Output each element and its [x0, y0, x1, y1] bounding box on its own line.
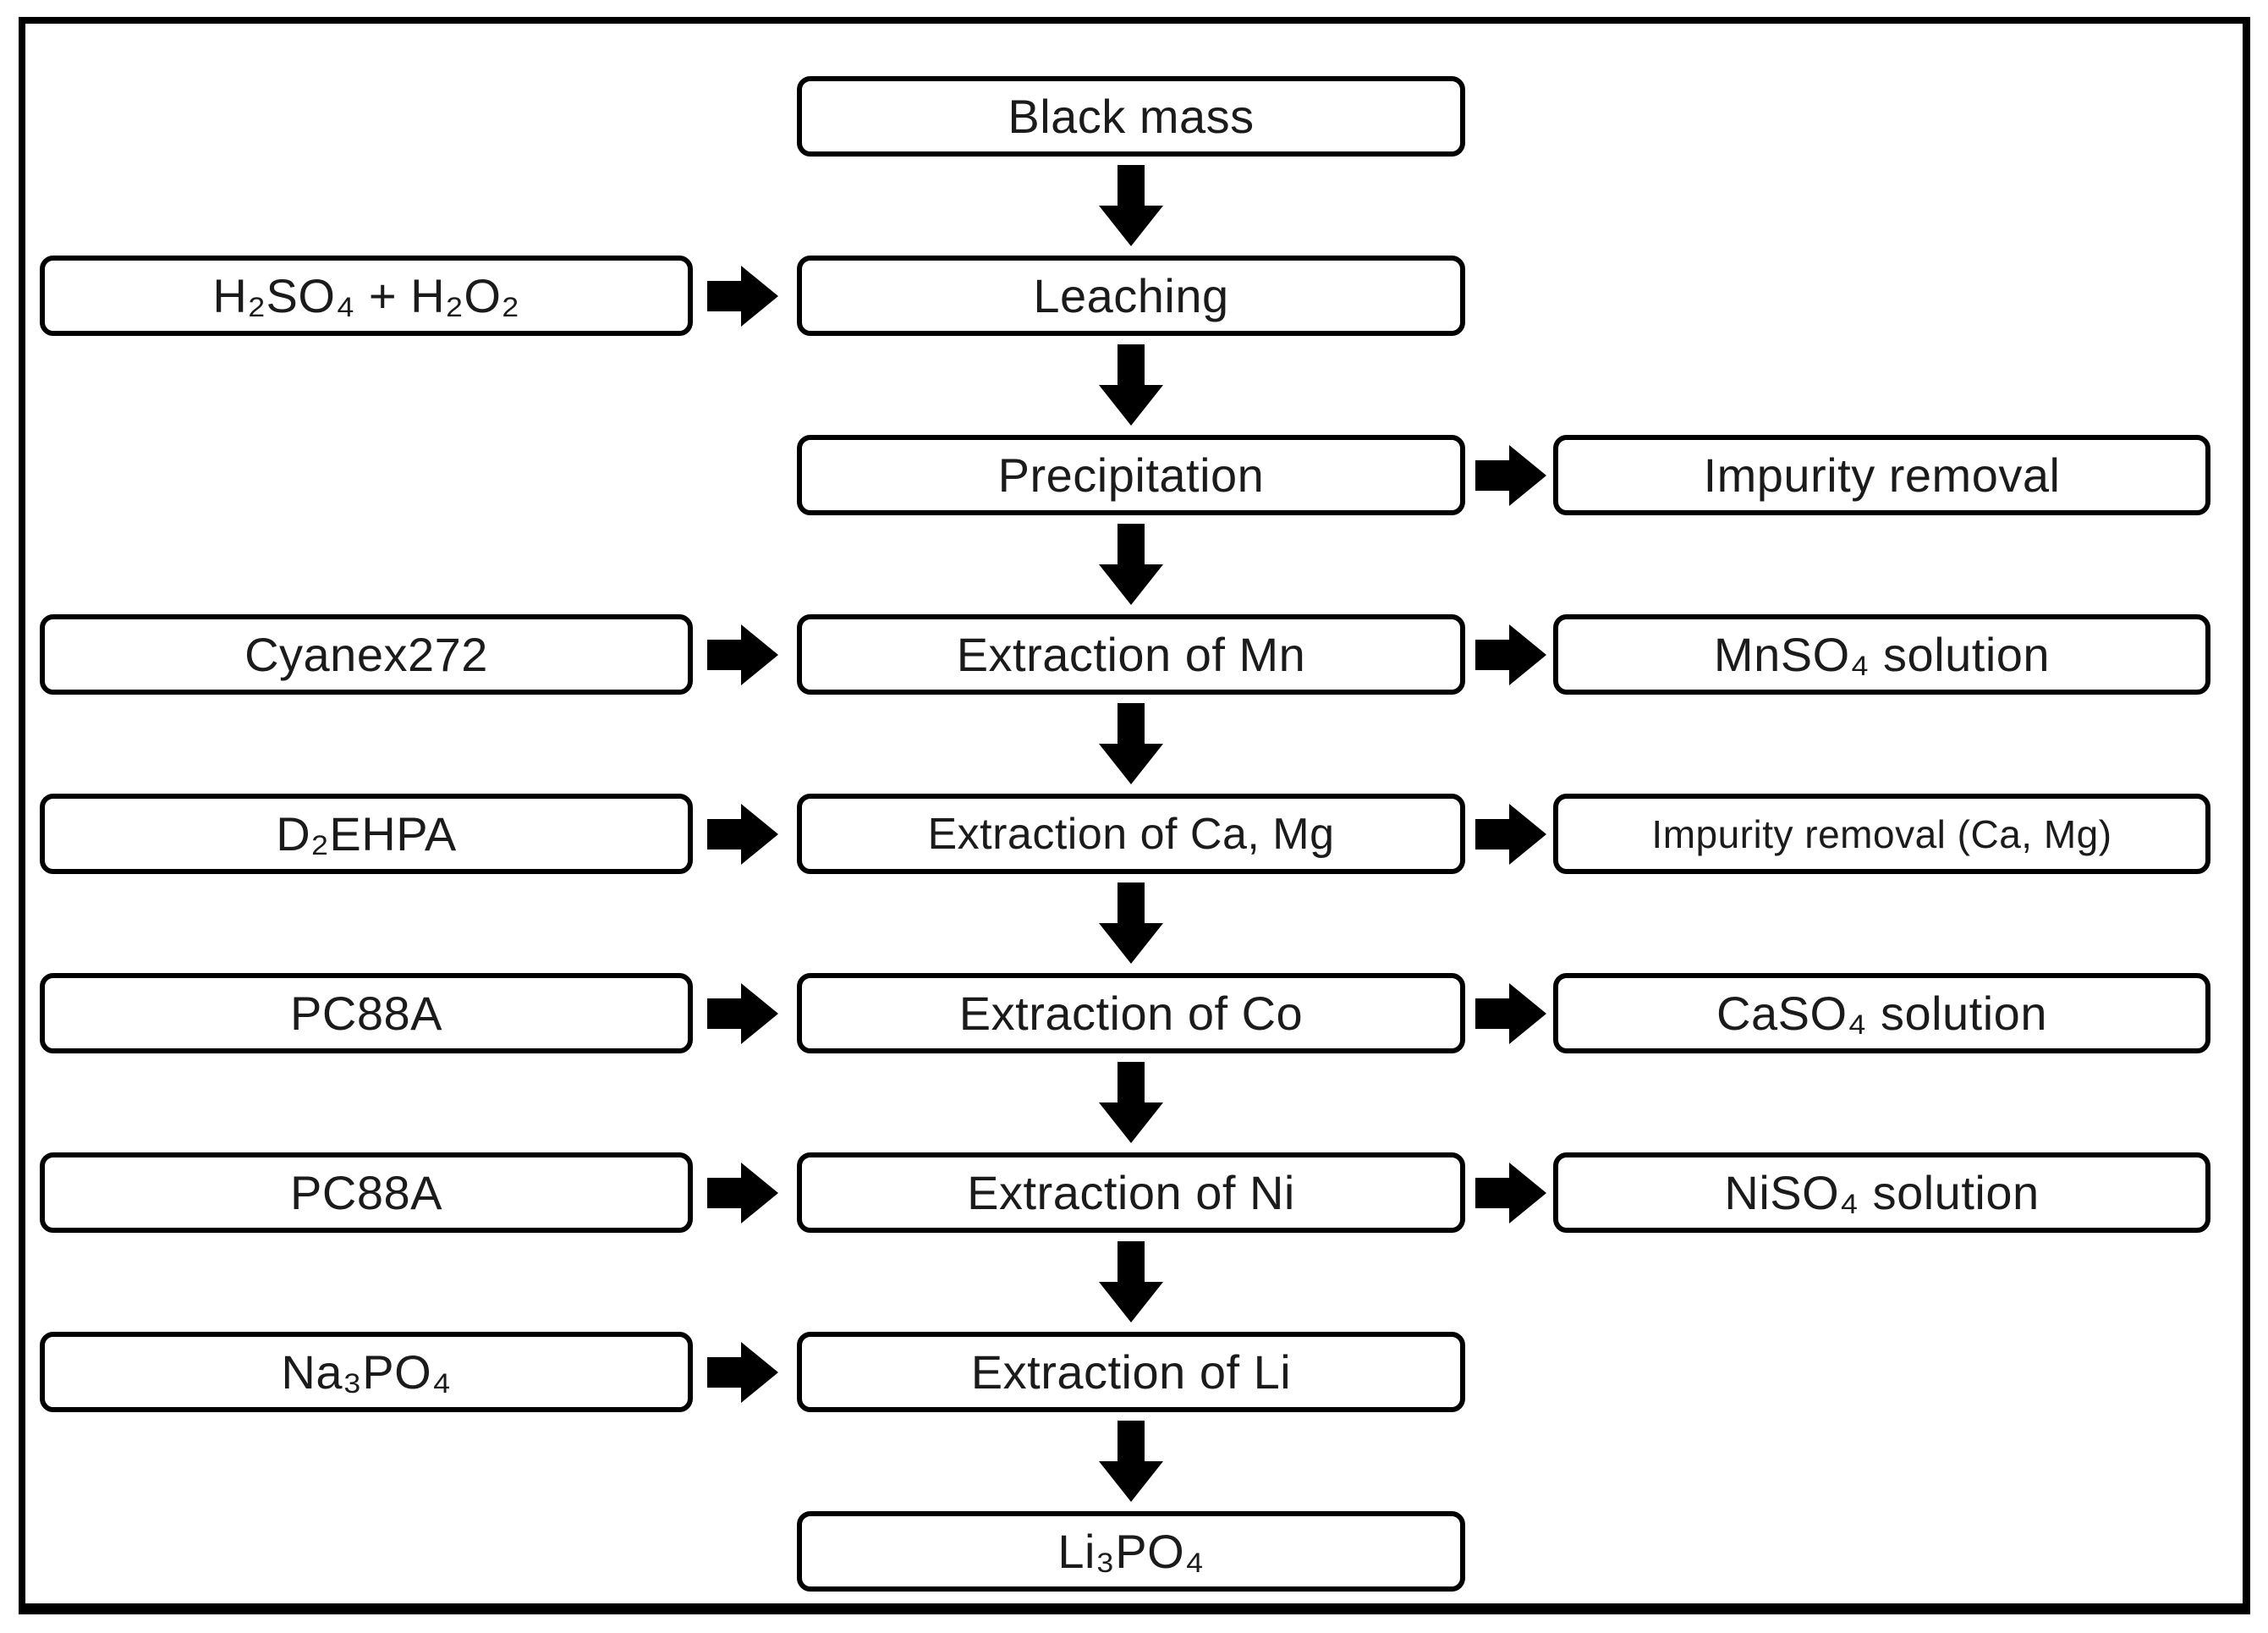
- node-impurity-removal-ca-mg: Impurity removal (Ca, Mg): [1553, 794, 2210, 874]
- node-mnso4-solution: MnSO₄ solution: [1553, 614, 2210, 695]
- right-arrow-icon: [1475, 1159, 1546, 1227]
- node-extraction-li: Extraction of Li: [797, 1332, 1465, 1412]
- down-arrow-icon: [1097, 165, 1165, 246]
- down-arrow-icon: [1097, 1241, 1165, 1322]
- right-arrow-icon: [707, 262, 778, 330]
- node-precipitation: Precipitation: [797, 435, 1465, 515]
- node-black-mass: Black mass: [797, 76, 1465, 157]
- node-niso4-solution: NiSO₄ solution: [1553, 1152, 2210, 1233]
- down-arrow-icon: [1097, 882, 1165, 964]
- node-li3po4: Li₃PO₄: [797, 1511, 1465, 1592]
- node-h2so4-h2o2: H₂SO₄ + H₂O₂: [40, 256, 693, 336]
- down-arrow-icon: [1097, 524, 1165, 605]
- right-arrow-icon: [1475, 800, 1546, 868]
- node-extraction-mn: Extraction of Mn: [797, 614, 1465, 695]
- right-arrow-icon: [1475, 980, 1546, 1047]
- right-arrow-icon: [707, 621, 778, 689]
- node-pc88a-ni: PC88A: [40, 1152, 693, 1233]
- right-arrow-icon: [707, 1159, 778, 1227]
- right-arrow-icon: [707, 1339, 778, 1406]
- node-caso4-solution: CaSO₄ solution: [1553, 973, 2210, 1053]
- node-na3po4: Na₃PO₄: [40, 1332, 693, 1412]
- down-arrow-icon: [1097, 1062, 1165, 1143]
- node-extraction-ni: Extraction of Ni: [797, 1152, 1465, 1233]
- down-arrow-icon: [1097, 344, 1165, 426]
- node-extraction-ca-mg: Extraction of Ca, Mg: [797, 794, 1465, 874]
- node-pc88a-co: PC88A: [40, 973, 693, 1053]
- node-cyanex272: Cyanex272: [40, 614, 693, 695]
- right-arrow-icon: [707, 800, 778, 868]
- right-arrow-icon: [707, 980, 778, 1047]
- node-leaching: Leaching: [797, 256, 1465, 336]
- node-extraction-co: Extraction of Co: [797, 973, 1465, 1053]
- right-arrow-icon: [1475, 442, 1546, 509]
- node-d2ehpa: D₂EHPA: [40, 794, 693, 874]
- node-impurity-removal: Impurity removal: [1553, 435, 2210, 515]
- right-arrow-icon: [1475, 621, 1546, 689]
- down-arrow-icon: [1097, 1421, 1165, 1502]
- down-arrow-icon: [1097, 703, 1165, 784]
